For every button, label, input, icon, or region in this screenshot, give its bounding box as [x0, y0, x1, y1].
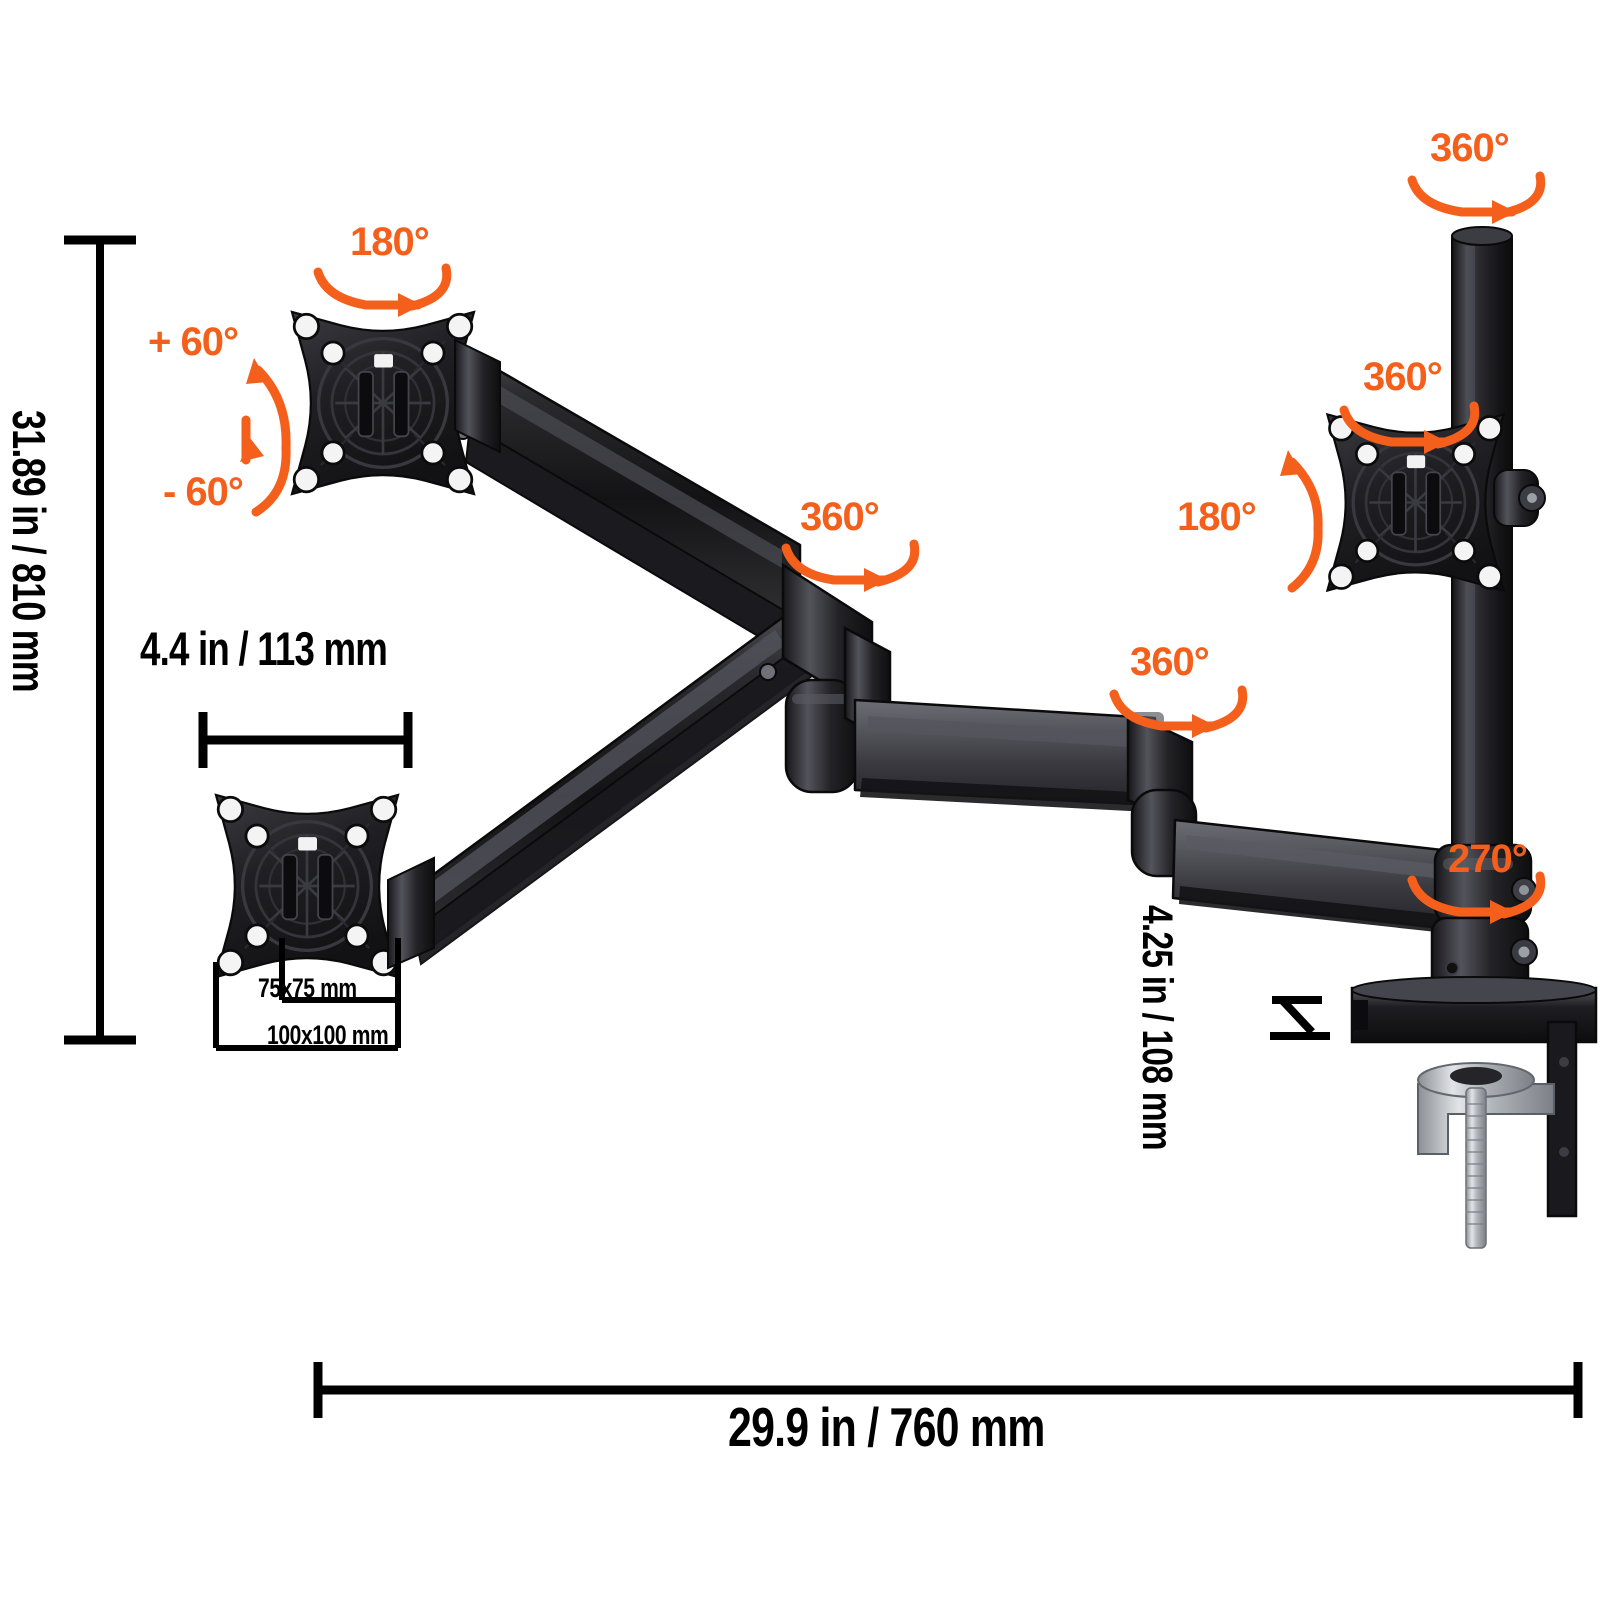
plate-tilt-knuckles	[387, 338, 501, 970]
label-left-plate-tilt-down: - 60°	[163, 470, 244, 514]
label-left-plate-swivel: 180°	[350, 220, 430, 264]
label-vesa-75: 75x75 mm	[258, 973, 357, 1003]
label-top-pole-rotation: 360°	[1430, 126, 1510, 170]
arc-left-plate-tilt	[240, 358, 291, 517]
label-clamp-height: 4.25 in / 108 mm	[1133, 905, 1181, 1150]
arc-right-plate-tilt	[1280, 450, 1323, 593]
arc-right-plate-rotation	[1339, 401, 1480, 454]
rotation-arc-icons	[240, 171, 1546, 924]
lower-horizontal-arm	[1171, 818, 1462, 934]
vertical-pole	[1451, 226, 1513, 963]
arc-top-pole-rotation	[1407, 171, 1546, 224]
upper-gas-spring-arm	[453, 343, 802, 660]
pole-arm-collar	[1433, 843, 1537, 925]
vesa-plate-upper-left	[290, 310, 476, 496]
label-base-clamp-rotation: 270°	[1448, 837, 1528, 881]
arc-base-clamp-rotation	[1407, 871, 1546, 924]
label-total-width: 29.9 in / 760 mm	[728, 1396, 1045, 1458]
arc-mid-arm-rotation	[1109, 685, 1248, 738]
label-right-plate-tilt: 180°	[1177, 495, 1257, 539]
vesa-plate-right	[1325, 412, 1546, 593]
label-mid-arm-rotation: 360°	[1130, 640, 1210, 684]
desk-clamp-base	[1350, 916, 1598, 1249]
vesa-bracket-100	[213, 962, 401, 1051]
label-right-plate-rotation: 360°	[1363, 355, 1443, 399]
arc-center-joint-rotation	[781, 539, 920, 592]
mount-hardware-illustration	[214, 226, 1598, 1249]
dimension-lines	[64, 235, 1583, 1418]
label-plate-width: 4.4 in / 113 mm	[140, 622, 388, 675]
label-left-plate-tilt-up: + 60°	[148, 320, 239, 364]
label-vesa-100: 100x100 mm	[267, 1020, 389, 1050]
dimline-total-height	[64, 235, 136, 1045]
arc-left-plate-swivel	[313, 263, 452, 317]
dimline-plate-width	[198, 712, 413, 768]
label-total-height: 31.89 in / 810 mm	[3, 410, 55, 692]
dimline-total-width	[313, 1362, 1583, 1418]
label-center-joint-rotation: 360°	[800, 495, 880, 539]
lower-gas-spring-arm	[390, 610, 830, 966]
vesa-plate-lower-left	[214, 793, 400, 979]
dimline-clamp-height-marker	[1270, 996, 1330, 1040]
middle-horizontal-arm	[853, 698, 1164, 812]
